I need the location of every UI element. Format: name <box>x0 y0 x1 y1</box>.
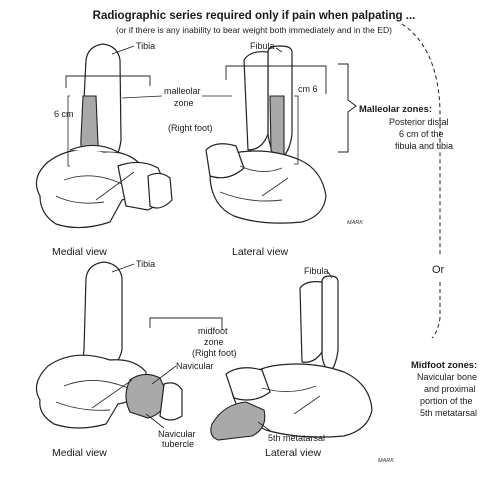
navicular-tubercle-label-line1: Navicular <box>158 429 196 439</box>
diagram-title: Radiographic series required only if pai… <box>93 10 416 22</box>
measure-label-top-lateral: cm 6 <box>298 84 318 94</box>
malleolar-zones-line-1: Posterior distal <box>389 117 449 127</box>
navicular-label: Navicular <box>176 361 214 371</box>
top-lateral-ankle-illustration <box>205 45 327 224</box>
bottom-lateral-ankle-illustration <box>210 275 373 441</box>
fibula-label-top: Fibula <box>250 41 275 51</box>
fibula-shape-bottom <box>321 275 339 373</box>
view-label-bottom-medial: Medial view <box>52 447 107 459</box>
dashed-connector-top <box>401 23 441 256</box>
right-foot-label-bottom: (Right foot) <box>192 348 237 358</box>
artist-signature-top: MARK <box>347 220 363 226</box>
midfoot-zones-line-1: Navicular bone <box>417 372 477 382</box>
navicular-tubercle-label-line2: tubercle <box>162 439 194 449</box>
malleolar-zone-label-line2: zone <box>174 98 194 108</box>
malleolar-zone-frame-lateral <box>225 65 327 94</box>
talus-head-lateral <box>205 143 245 179</box>
midfoot-zone-frame <box>149 317 223 330</box>
malleolar-zones-line-3: fibula and tibia <box>395 141 453 151</box>
malleolar-zone-label-line1: malleolar <box>164 86 201 96</box>
midfoot-zones-line-2: and proximal <box>424 384 476 394</box>
midfoot-zone-label-line2: zone <box>204 337 224 347</box>
midfoot-zones-line-3: portion of the <box>420 396 473 406</box>
measure-label-top-medial: 6 cm <box>54 109 74 119</box>
tibia-shape-bottom-lateral <box>299 281 323 363</box>
malleolar-brace <box>338 63 357 153</box>
fibula-label-bottom: Fibula <box>304 266 329 276</box>
diagram-subtitle: (or if there is any inability to bear we… <box>116 25 392 35</box>
tibia-label-bottom: Tibia <box>136 259 155 269</box>
midfoot-zone-label-line1: midfoot <box>198 326 228 336</box>
cuboid-shape <box>225 367 271 401</box>
right-foot-label-top: (Right foot) <box>168 123 213 133</box>
tibia-label-top: Tibia <box>136 41 155 51</box>
malleolar-zones-heading: Malleolar zones: <box>359 103 432 114</box>
fifth-metatarsal-highlight <box>210 401 266 441</box>
tibia-shape-lateral <box>243 51 269 151</box>
or-label: Or <box>432 264 445 276</box>
malleolar-zone-frame <box>65 75 151 88</box>
fifth-metatarsal-label: 5th metatarsal <box>268 433 325 443</box>
top-medial-ankle-illustration <box>35 43 173 229</box>
view-label-bottom-lateral: Lateral view <box>265 447 321 459</box>
dashed-connector-bottom <box>431 282 441 339</box>
measure-bracket-top-lateral <box>294 95 299 165</box>
midfoot-zones-heading: Midfoot zones: <box>411 359 477 370</box>
artist-signature-bottom: MARK <box>378 458 394 464</box>
bottom-medial-ankle-illustration <box>35 261 183 429</box>
cuneiform-shape-top-medial <box>147 172 173 209</box>
view-label-top-medial: Medial view <box>52 246 107 258</box>
measure-bracket-top-medial <box>67 95 70 167</box>
midfoot-zones-line-4: 5th metatarsal <box>420 408 477 418</box>
cuneiform-shape-bottom <box>159 382 183 421</box>
view-label-top-lateral: Lateral view <box>232 246 288 258</box>
malleolar-zones-line-2: 6 cm of the <box>399 129 444 139</box>
